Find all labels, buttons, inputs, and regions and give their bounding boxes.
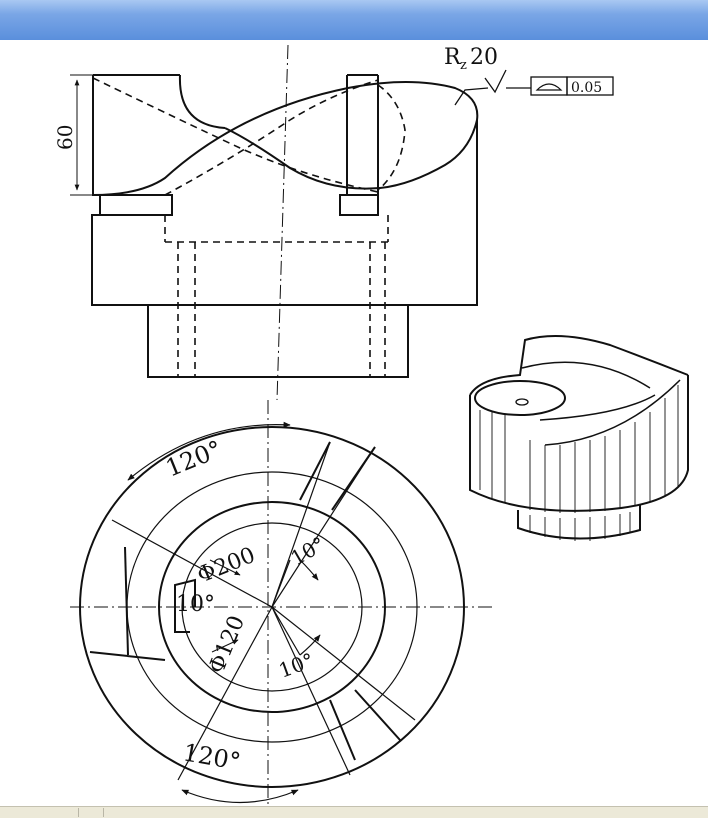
title-bar [0, 0, 708, 41]
roughness-value: 20 [470, 45, 498, 70]
front-body-outline [91, 75, 478, 306]
notch-top [174, 578, 196, 607]
front-top-surface-curve [92, 81, 479, 196]
roughness-label: R [444, 45, 462, 70]
center-axis-line [276, 44, 289, 401]
dim-circle-120 [181, 522, 363, 692]
angle-notch-label: 10° [176, 592, 215, 617]
status-segment-2 [79, 808, 104, 817]
profile-symbol [535, 83, 563, 91]
iso-near-post-top [474, 380, 566, 416]
front-right-slot [339, 194, 379, 216]
tolerance-frame-value [566, 76, 614, 96]
engineering-drawing: 60 R z 20 0.05 [53, 44, 689, 805]
hidden-curve-1 [92, 77, 379, 193]
sector-wall-4 [354, 689, 401, 741]
front-left-slot [99, 194, 173, 216]
iso-hole [515, 398, 529, 406]
sector-wall-5 [124, 546, 129, 656]
front-left-cusp [178, 74, 226, 129]
roughness-leader [454, 87, 489, 106]
front-hub [147, 304, 409, 378]
status-segment-1 [0, 808, 79, 817]
iso-hub [517, 505, 641, 540]
hidden-curve-2 [164, 79, 379, 196]
tolerance-value: 0.05 [571, 80, 602, 96]
iso-curve-3 [544, 379, 681, 446]
hub-circle [158, 501, 386, 713]
sector-wall-1 [299, 441, 331, 501]
radial-7 [271, 559, 291, 608]
roughness-symbol [484, 69, 507, 94]
image-viewer-canvas: 60 R z 20 0.05 [0, 40, 708, 806]
front-view [70, 44, 614, 401]
sector-wall-3 [329, 699, 356, 761]
dim-height-label: 60 [53, 125, 77, 150]
iso-body-outline [469, 375, 689, 512]
hidden-curve-3 [377, 84, 406, 191]
angle-small-2-label: 10° [276, 648, 318, 683]
sector-wall-2 [331, 446, 376, 511]
tolerance-frame-symbol [530, 76, 568, 96]
isometric-view [469, 335, 689, 541]
iso-top-edge [469, 335, 689, 396]
roughness-sub: z [460, 58, 467, 73]
iso-curve-1 [521, 361, 651, 389]
radial-4 [177, 606, 273, 781]
radial-3 [111, 519, 273, 608]
radial-5 [271, 606, 351, 776]
status-bar [0, 806, 708, 818]
sector-wall-6 [89, 651, 166, 661]
radial-8 [271, 606, 301, 656]
dim-arc-top [127, 421, 291, 481]
radial-6 [271, 606, 416, 721]
top-view [70, 400, 492, 805]
radial-1 [271, 441, 331, 608]
notch-bottom [174, 607, 190, 633]
dia-inner-label: Φ120 [204, 612, 250, 677]
iso-curve-2 [539, 394, 656, 421]
dim-arc-bottom [181, 789, 299, 804]
